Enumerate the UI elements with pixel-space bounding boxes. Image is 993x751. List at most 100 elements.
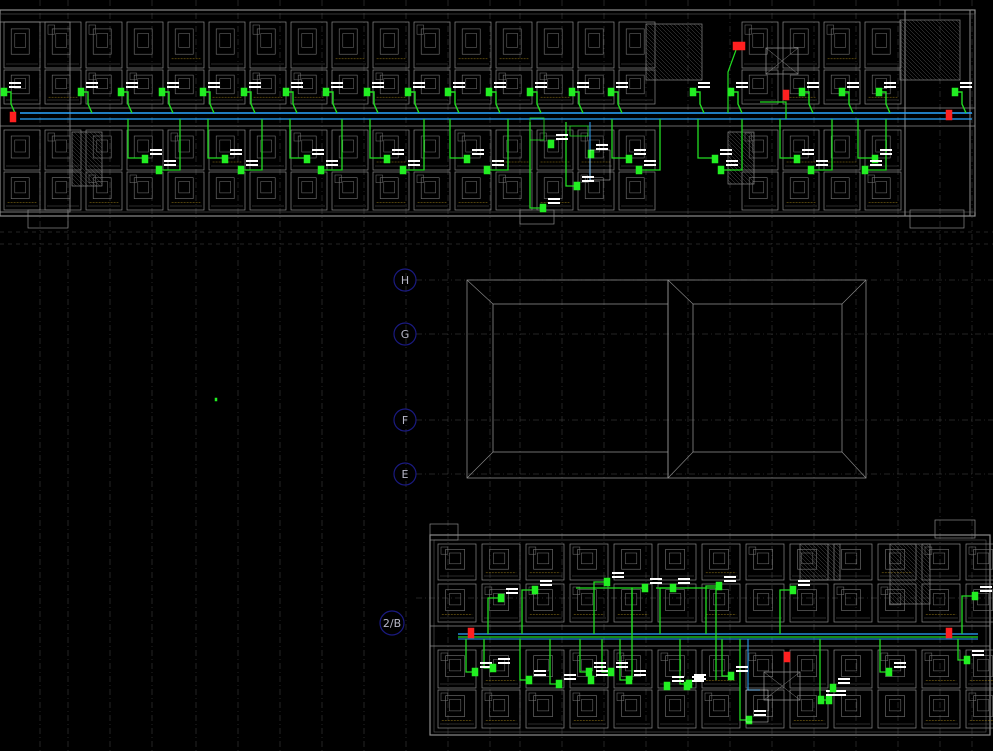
refrigerant-valve-box — [732, 41, 746, 51]
hatch-line — [71, 181, 77, 187]
room-outline — [331, 171, 369, 211]
room-fixture — [528, 546, 537, 555]
unit-tag — [880, 149, 892, 151]
hatch-line — [889, 551, 931, 593]
indoor-unit — [885, 662, 906, 677]
hatch-line — [799, 571, 809, 581]
hatch-line — [681, 23, 703, 45]
room-outline — [331, 21, 369, 69]
axis-marker-e[interactable]: E — [393, 462, 417, 486]
branch-pipe — [961, 595, 974, 634]
indoor-unit-body — [525, 675, 533, 685]
indoor-unit — [683, 676, 704, 691]
unit-tag — [694, 674, 706, 676]
branch-pipe — [519, 639, 528, 681]
unit-tag — [326, 160, 338, 162]
room-furniture — [537, 593, 550, 606]
room-furniture — [424, 139, 436, 153]
hatch-line — [71, 177, 81, 187]
room-outline — [745, 543, 785, 581]
unit-tag — [498, 662, 510, 664]
branch-pipe — [207, 119, 222, 159]
unit-tag — [540, 584, 552, 586]
axis-marker-f[interactable]: F — [393, 408, 417, 432]
hatch-line — [925, 543, 931, 549]
unit-tag — [246, 160, 258, 162]
room-furniture — [420, 135, 440, 159]
room-fixture — [968, 692, 977, 701]
axis-marker-g[interactable]: G — [393, 322, 417, 346]
unit-tag — [724, 580, 736, 582]
room-fixture — [47, 132, 55, 142]
room-furniture — [713, 699, 726, 712]
room-furniture — [713, 593, 726, 606]
room-furniture — [581, 699, 594, 712]
hatch-line — [899, 71, 909, 81]
indoor-unit — [871, 149, 892, 164]
room-fixture — [440, 692, 449, 701]
room-furniture — [588, 181, 600, 194]
unit-tag — [678, 582, 690, 584]
axis-marker-h[interactable]: H — [393, 268, 417, 292]
axis-marker-2b[interactable]: 2/B — [379, 610, 405, 636]
hatch-line — [645, 35, 691, 81]
room-furniture — [871, 135, 891, 159]
room-outline — [208, 21, 246, 69]
indoor-unit-body — [607, 87, 615, 97]
indoor-unit — [485, 82, 506, 97]
hatch-line — [689, 23, 703, 37]
room-fixture — [129, 174, 137, 183]
indoor-unit-body — [483, 165, 491, 175]
indoor-unit-body — [951, 87, 959, 97]
branch-pipe — [487, 597, 500, 634]
elevator-cross — [763, 671, 801, 701]
room-furniture — [709, 549, 729, 570]
unit-tag — [807, 86, 819, 88]
room-outline — [536, 21, 574, 69]
hvac-pipe-network — [3, 49, 978, 721]
unit-tag — [164, 160, 176, 162]
unit-tag — [331, 82, 343, 84]
room-fixture — [334, 174, 342, 183]
room-furniture — [625, 699, 638, 712]
branch-pipe — [721, 639, 730, 677]
hatch-line — [727, 131, 755, 159]
room-furniture — [301, 33, 313, 48]
indoor-unit-body — [240, 87, 248, 97]
room-outline — [290, 21, 328, 69]
refrigerant-valve-box — [782, 89, 790, 101]
room-furniture — [933, 699, 946, 712]
unit-tag — [838, 678, 850, 680]
indoor-unit — [531, 580, 552, 595]
room-furniture — [625, 28, 645, 55]
room-outline — [877, 689, 917, 729]
room-furniture — [621, 695, 641, 717]
hatch-line — [823, 543, 841, 561]
room-outline — [85, 129, 123, 171]
room-outline — [877, 649, 917, 689]
room-furniture — [834, 139, 846, 153]
hatch-line — [889, 547, 931, 589]
hatch-line — [727, 167, 745, 185]
room-furniture — [493, 552, 506, 565]
room-fixture — [880, 652, 889, 661]
room-furniture — [537, 699, 550, 712]
room-furniture — [461, 135, 481, 159]
room-furniture — [577, 695, 597, 717]
room-outline — [208, 129, 246, 171]
room-fixture — [572, 546, 581, 555]
unit-tag — [480, 666, 492, 668]
hatch-line — [727, 147, 755, 175]
unit-tag — [208, 86, 220, 88]
room-fixture — [616, 692, 625, 701]
courtyard-diagonal — [667, 451, 694, 479]
room-fixture — [744, 24, 752, 35]
room-furniture — [133, 74, 153, 95]
room-furniture — [830, 28, 850, 55]
indoor-unit-body — [838, 87, 846, 97]
room-outline — [833, 649, 873, 689]
room-outline — [3, 69, 41, 105]
hatch-line — [897, 543, 931, 577]
